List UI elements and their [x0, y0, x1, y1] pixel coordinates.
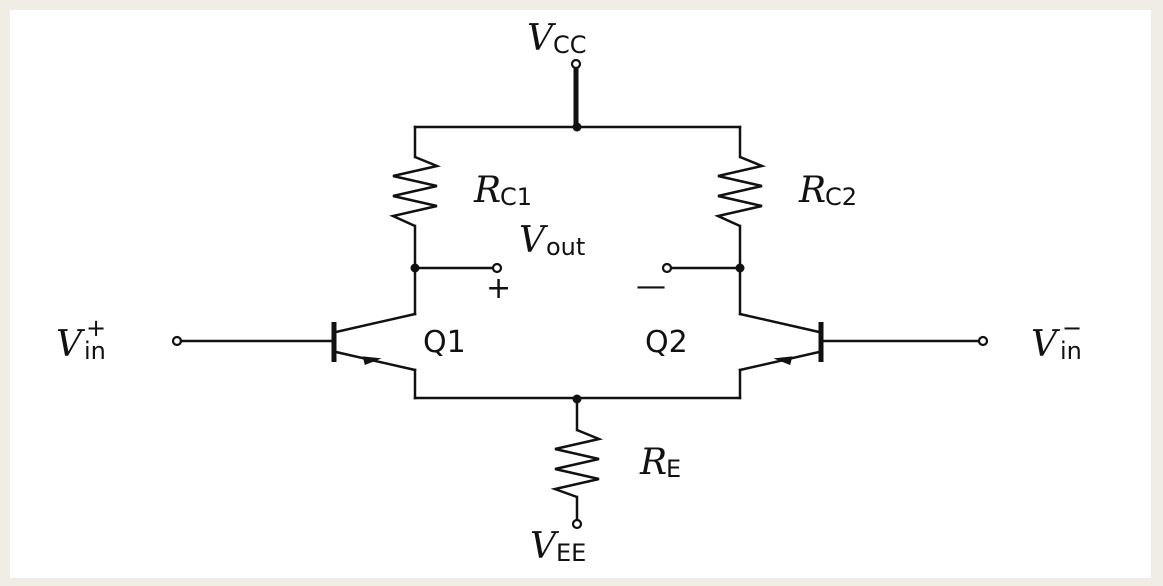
q1-label: Q1 — [423, 325, 466, 360]
vout-plus-sign: + — [486, 271, 511, 306]
re-label-sub: E — [666, 455, 681, 483]
vcc-label-main: V — [527, 18, 557, 59]
vout-minus-sign: — — [636, 269, 666, 304]
q1-transistor — [331, 312, 417, 400]
vout-label-main: V — [519, 220, 549, 261]
vin-minus-terminal — [977, 335, 989, 347]
rc1-label-sub: C1 — [500, 183, 532, 211]
vout-plus-terminal — [491, 262, 503, 274]
top-junction — [572, 122, 582, 132]
vin-minus-label-sub: in — [1060, 337, 1082, 365]
vin-minus-label-sup: − — [1062, 314, 1082, 342]
re-resistor — [550, 428, 604, 499]
vout-label-sub: out — [546, 233, 585, 261]
rc2-resistor — [714, 155, 767, 228]
vee-label-main: V — [530, 526, 560, 567]
vin-plus-label-sup: + — [86, 314, 106, 342]
vee-terminal — [571, 518, 583, 530]
vin-plus-label-main: V — [56, 324, 86, 365]
vee-label-sub: EE — [556, 539, 586, 567]
vcc-label-sub: CC — [553, 31, 587, 59]
rc2-label-sub: C2 — [825, 183, 857, 211]
rc1-label-main: R — [473, 170, 501, 211]
q2-label: Q2 — [645, 325, 688, 360]
vcc-terminal — [570, 58, 582, 70]
re-label-main: R — [639, 442, 667, 483]
rc2-label-main: R — [798, 170, 826, 211]
vout-minus-terminal — [661, 262, 673, 274]
vin-plus-label-sub: in — [84, 337, 106, 365]
rc1-resistor — [389, 155, 442, 228]
vin-minus-label-main: V — [1031, 324, 1061, 365]
q2-transistor — [738, 312, 824, 400]
